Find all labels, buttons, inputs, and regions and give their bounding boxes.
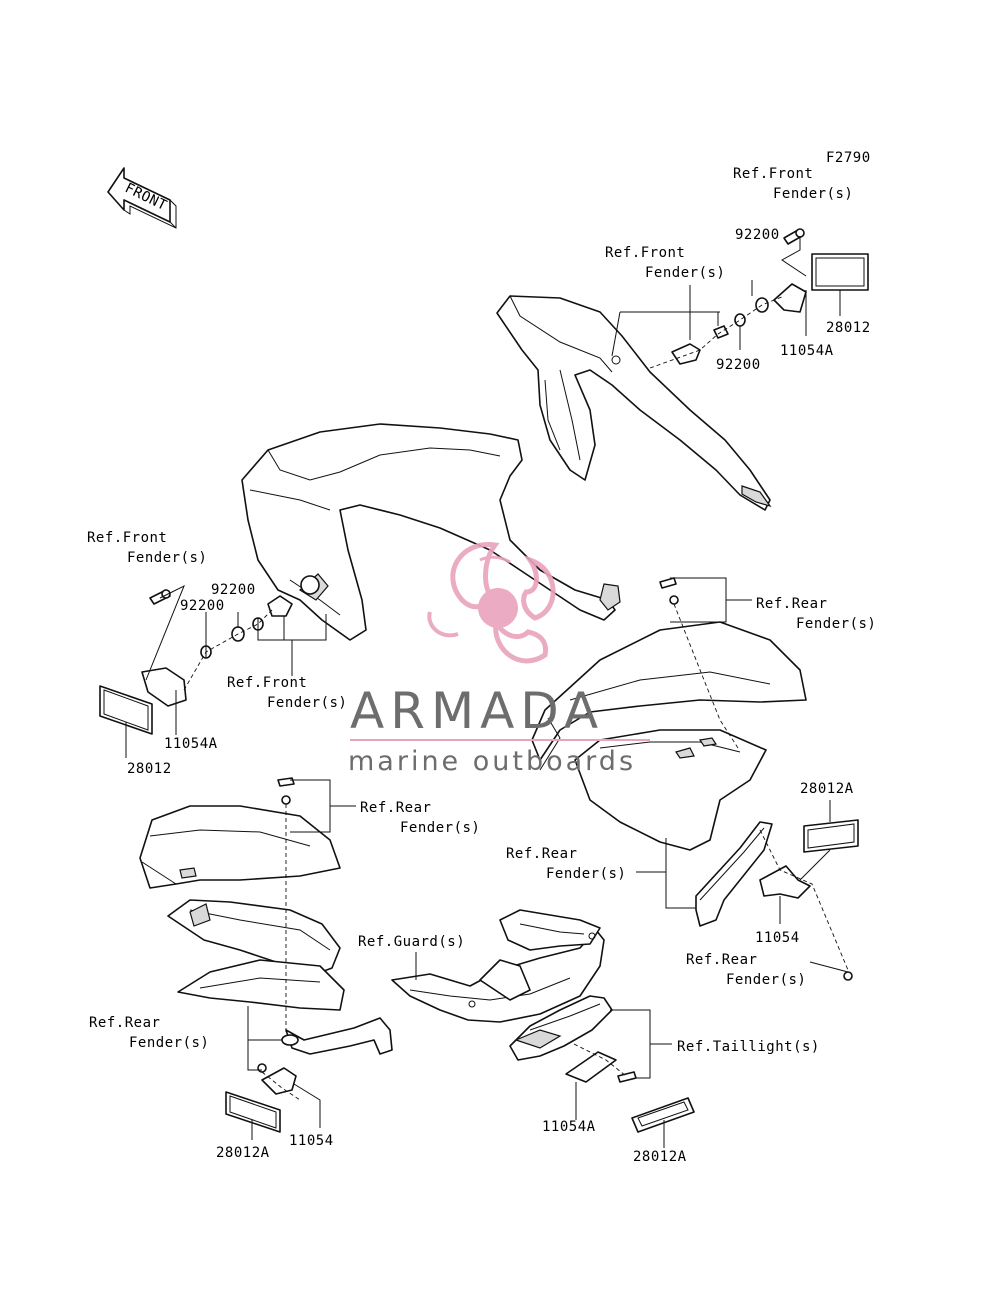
- bolt-taillight: [617, 1071, 637, 1083]
- bracket-left: [252, 595, 293, 631]
- label-ref-rear-fender-3a: Ref.Rear: [686, 952, 757, 968]
- label-11054-right: 11054: [755, 930, 800, 946]
- label-11054A-lower: 11054A: [542, 1119, 596, 1135]
- guard-frame: [391, 909, 605, 1023]
- label-92200-left-b: 92200: [180, 598, 225, 614]
- label-ref-rear-fender-3b: Fender(s): [726, 972, 806, 988]
- label-ref-rear-fender-1a: Ref.Rear: [756, 596, 827, 612]
- bracket-upper: [671, 325, 729, 365]
- label-ref-front-fender-2b: Fender(s): [645, 265, 725, 281]
- watermark-tagline: marine outboards: [348, 746, 636, 777]
- bracket-rear-left: [281, 1017, 393, 1055]
- label-28012-left: 28012: [127, 761, 172, 777]
- label-ref-front-fender-4a: Ref.Front: [227, 675, 307, 691]
- tail-cowl-right: [531, 621, 807, 851]
- label-11054A-left: 11054A: [164, 736, 218, 752]
- watermark: ARMADA marine outboards: [348, 542, 650, 777]
- clip-11054A-upper: [773, 283, 807, 313]
- label-ref-rear-fender-4b: Fender(s): [400, 820, 480, 836]
- label-28012A-left: 28012A: [216, 1145, 270, 1161]
- propeller-logo-icon: [427, 542, 556, 664]
- label-28012-upper: 28012: [826, 320, 871, 336]
- tail-cowl-left: [139, 805, 345, 1011]
- watermark-brand: ARMADA: [350, 682, 604, 740]
- label-28012A-lower: 28012A: [633, 1149, 687, 1165]
- label-92200-left-a: 92200: [211, 582, 256, 598]
- reflector-28012A-lower: [631, 1097, 695, 1133]
- washer-92200-upper-b: [734, 313, 746, 327]
- clip-11054A-left: [141, 667, 187, 707]
- fasteners-rear-left: [257, 777, 295, 1073]
- label-ref-guard: Ref.Guard(s): [358, 934, 465, 950]
- label-ref-rear-fender-5a: Ref.Rear: [89, 1015, 160, 1031]
- label-ref-front-fender-4b: Fender(s): [267, 695, 347, 711]
- label-92200-upper-b: 92200: [716, 357, 761, 373]
- fasteners-rear-right: [659, 577, 853, 981]
- reflector-28012A-right: [803, 819, 859, 853]
- label-ref-rear-fender-5b: Fender(s): [129, 1035, 209, 1051]
- label-ref-rear-fender-2a: Ref.Rear: [506, 846, 577, 862]
- label-ref-front-fender-3a: Ref.Front: [87, 530, 167, 546]
- label-28012A-right: 28012A: [800, 781, 854, 797]
- label-11054-left: 11054: [289, 1133, 334, 1149]
- reflector-28012A-left: [225, 1091, 281, 1133]
- front-arrow-icon: FRONT: [107, 167, 177, 229]
- reflector-28012-upper: [811, 253, 869, 291]
- figure-code: F2790: [826, 150, 871, 166]
- label-92200-upper-a: 92200: [735, 227, 780, 243]
- shroud-inner-right: [496, 295, 772, 511]
- clip-11054-left: [261, 1067, 297, 1095]
- label-ref-taillight: Ref.Taillight(s): [677, 1039, 820, 1055]
- bracket-rear-right: [695, 821, 773, 927]
- label-ref-rear-fender-1b: Fender(s): [796, 616, 876, 632]
- clip-11054-right: [759, 865, 811, 899]
- label-ref-front-fender-1b: Fender(s): [773, 186, 853, 202]
- label-ref-rear-fender-4a: Ref.Rear: [360, 800, 431, 816]
- label-ref-rear-fender-2b: Fender(s): [546, 866, 626, 882]
- bolt-left: [149, 589, 171, 605]
- label-11054A-upper: 11054A: [780, 343, 834, 359]
- label-ref-front-fender-1a: Ref.Front: [733, 166, 813, 182]
- label-ref-front-fender-2a: Ref.Front: [605, 245, 685, 261]
- clip-11054A-lower: [565, 1051, 617, 1083]
- bolt-upper-right: [783, 228, 805, 245]
- label-ref-front-fender-3b: Fender(s): [127, 550, 207, 566]
- reflector-28012-left: [99, 685, 153, 735]
- shroud-outer-left: [241, 423, 621, 641]
- taillight-assembly: [509, 995, 613, 1061]
